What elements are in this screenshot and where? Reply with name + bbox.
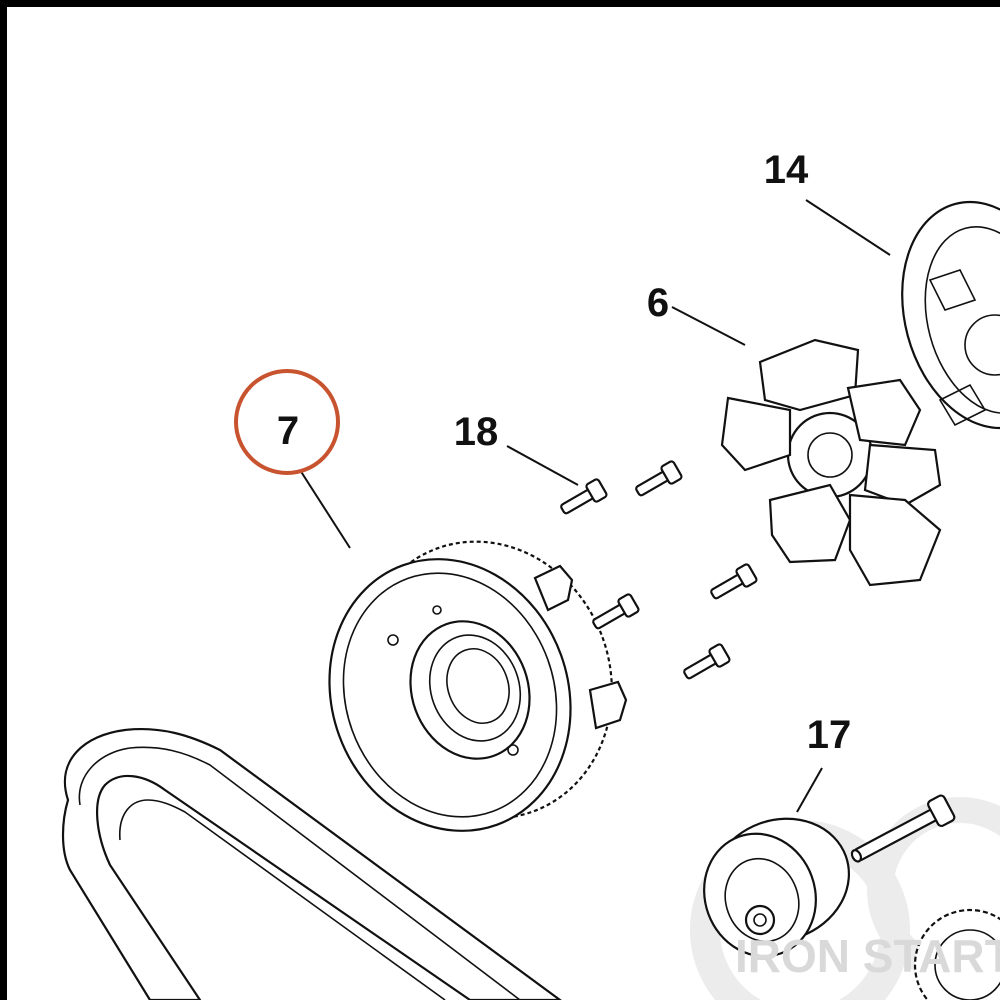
- callout-7: 7: [277, 409, 299, 453]
- damper-part-6: [720, 338, 942, 587]
- leader-18: [506, 445, 579, 486]
- frame-top: [0, 0, 1000, 7]
- drive-belt: [61, 727, 562, 1000]
- watermark-text: IRON STARTS: [735, 930, 1000, 982]
- frame-left: [0, 0, 7, 1000]
- leader-14: [805, 199, 891, 256]
- leader-6: [671, 306, 746, 346]
- callout-14: 14: [764, 148, 809, 192]
- pulley-part-7: [328, 540, 628, 832]
- callout-18: 18: [454, 410, 499, 454]
- bolts-part-18: [560, 460, 758, 680]
- idler-part-17: [703, 794, 1000, 1000]
- callout-6: 6: [647, 281, 669, 325]
- highlight-circle-7: [234, 369, 340, 475]
- hub-part-14: [901, 200, 1000, 430]
- leader-17: [796, 767, 823, 813]
- callout-17: 17: [807, 713, 852, 757]
- leader-7: [299, 469, 351, 549]
